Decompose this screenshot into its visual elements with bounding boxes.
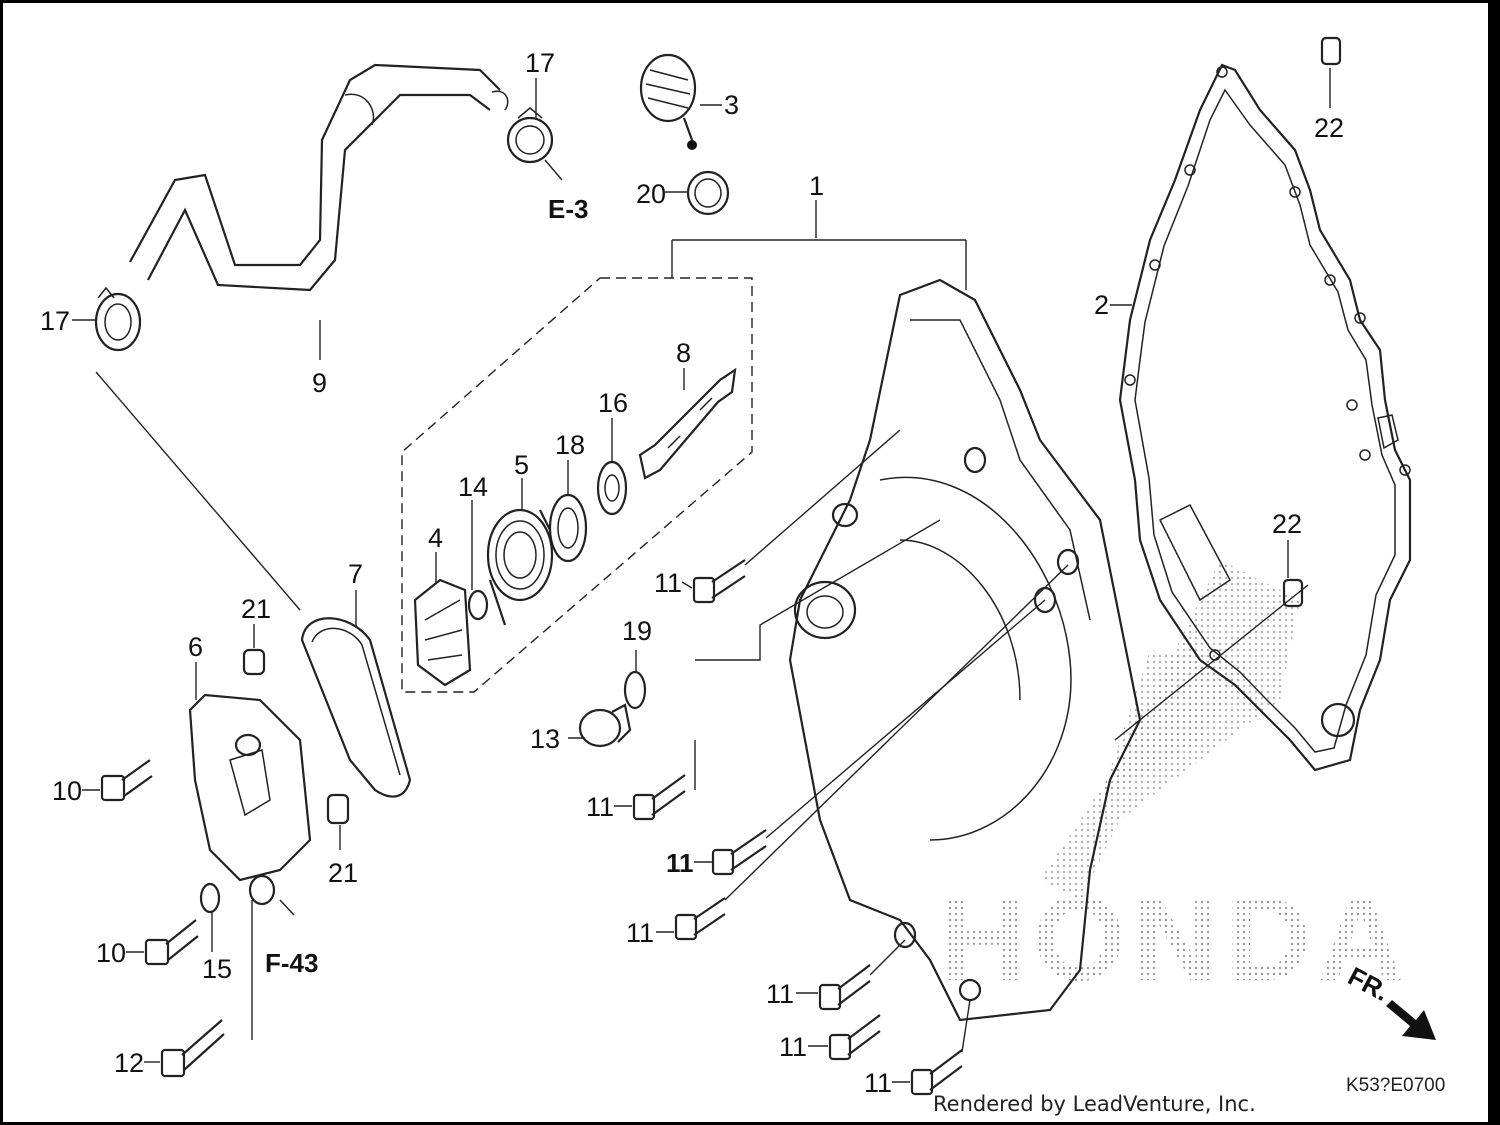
dowel-pin-21b bbox=[326, 793, 350, 825]
label-10-upper: 10 bbox=[52, 776, 82, 806]
label-11-c: 11 bbox=[666, 848, 694, 878]
label-11-b: 11 bbox=[586, 792, 614, 822]
label-10-lower: 10 bbox=[96, 938, 126, 968]
dowel-pin-22-lower bbox=[1282, 578, 1304, 608]
label-17-lower: 17 bbox=[40, 306, 70, 336]
label-5: 5 bbox=[514, 450, 529, 480]
washer-15 bbox=[199, 882, 221, 914]
gasket-2 bbox=[1118, 63, 1412, 772]
bolt-11-set bbox=[632, 559, 963, 1096]
label-19: 19 bbox=[622, 616, 652, 646]
dowel-pin-22-upper bbox=[1320, 36, 1342, 66]
filler-cap bbox=[639, 53, 697, 150]
washer-19 bbox=[623, 670, 647, 710]
label-20: 20 bbox=[636, 179, 666, 209]
o-ring-7 bbox=[300, 617, 412, 798]
honda-watermark: HONDA bbox=[940, 560, 1410, 1006]
water-hose bbox=[129, 63, 509, 292]
label-1: 1 bbox=[809, 171, 824, 201]
leader-lines bbox=[72, 68, 1331, 1083]
label-11-d: 11 bbox=[626, 918, 654, 948]
bolt-10-upper bbox=[100, 759, 153, 802]
diagram-code: K53?E0700 bbox=[1346, 1075, 1446, 1096]
hose-clamp-lower bbox=[94, 286, 142, 352]
pump-impeller bbox=[413, 578, 472, 687]
label-8: 8 bbox=[676, 338, 691, 368]
label-13: 13 bbox=[530, 724, 560, 754]
honda-watermark-text: HONDA bbox=[940, 872, 1410, 1006]
render-credit: Rendered by LeadVenture, Inc. bbox=[933, 1092, 1256, 1116]
label-15: 15 bbox=[202, 954, 232, 984]
drain-plug-13 bbox=[578, 703, 632, 748]
pump-shaft-8 bbox=[638, 367, 737, 480]
dowel-pin-21a bbox=[242, 648, 266, 676]
label-2: 2 bbox=[1094, 290, 1109, 320]
label-7: 7 bbox=[348, 559, 363, 589]
label-12: 12 bbox=[114, 1048, 144, 1078]
pump-cover-6 bbox=[188, 693, 312, 906]
label-3: 3 bbox=[724, 90, 739, 120]
label-11-e: 11 bbox=[766, 979, 794, 1009]
forward-arrow-icon bbox=[1386, 1000, 1436, 1040]
label-11-a: 11 bbox=[654, 568, 682, 598]
label-22-lower: 22 bbox=[1272, 509, 1302, 539]
label-21-lower: 21 bbox=[328, 858, 358, 888]
label-22-upper: 22 bbox=[1314, 113, 1344, 143]
label-6: 6 bbox=[188, 632, 203, 662]
label-21-upper: 21 bbox=[241, 594, 271, 624]
ref-f43: F-43 bbox=[265, 948, 318, 978]
label-14: 14 bbox=[458, 472, 488, 502]
ref-e3: E-3 bbox=[548, 194, 588, 224]
hose-clamp-upper bbox=[506, 107, 554, 164]
label-9: 9 bbox=[312, 368, 327, 398]
o-ring-20 bbox=[686, 170, 730, 216]
label-11-f: 11 bbox=[779, 1032, 807, 1062]
bolt-10-lower bbox=[144, 919, 199, 966]
assembly-bracket bbox=[401, 200, 967, 693]
bolt-12 bbox=[160, 1019, 225, 1078]
label-17: 17 bbox=[525, 48, 555, 78]
label-4: 4 bbox=[428, 523, 443, 553]
washer-16 bbox=[596, 460, 628, 516]
label-16: 16 bbox=[598, 388, 628, 418]
label-18: 18 bbox=[555, 430, 585, 460]
mechanical-seal-5 bbox=[486, 508, 554, 626]
oil-seal-18 bbox=[548, 493, 588, 563]
washer-14 bbox=[467, 589, 489, 621]
label-11-g: 11 bbox=[864, 1068, 892, 1098]
crankcase-cover-1 bbox=[788, 278, 1142, 1022]
